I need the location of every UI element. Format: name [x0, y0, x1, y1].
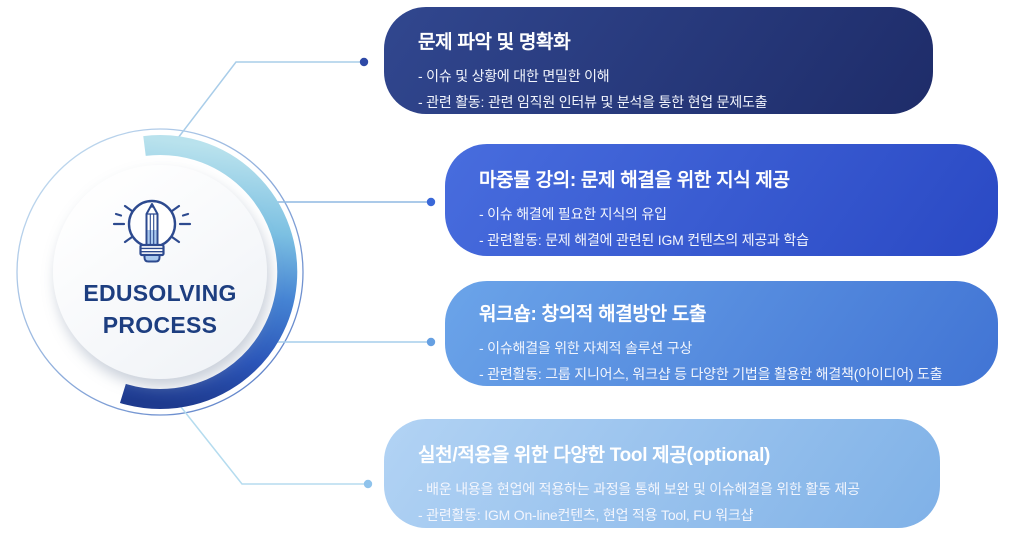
connector-line-4: [180, 406, 364, 485]
step-3-point-2: - 관련활동: 그룹 지니어스, 워크샵 등 다양한 기법을 활용한 해결책(아…: [479, 366, 943, 382]
step-box-4: 실천/적용을 위한 다양한 Tool 제공(optional) - 배운 내용을…: [384, 419, 940, 528]
hub-title: EDUSOLVING PROCESS: [50, 277, 270, 341]
connector-dot-3: [426, 337, 436, 347]
step-box-2: 마중물 강의: 문제 해결을 위한 지식 제공 - 이슈 해결에 필요한 지식의…: [445, 144, 998, 256]
step-2-point-1: - 이슈 해결에 필요한 지식의 유입: [479, 206, 667, 222]
connector-dot-2: [426, 197, 436, 207]
hub-progress-arc: [119, 135, 298, 410]
bulb-rays: [112, 204, 192, 244]
step-3-title: 워크숍: 창의적 해결방안 도출: [479, 304, 707, 325]
step-4-title: 실천/적용을 위한 다양한 Tool 제공(optional): [418, 445, 771, 466]
step-1-point-2: - 관련 활동: 관련 임직원 인터뷰 및 분석을 통한 현업 문제도출: [418, 94, 768, 110]
step-2-title: 마중물 강의: 문제 해결을 위한 지식 제공: [479, 170, 790, 191]
pencil-tip: [150, 204, 154, 208]
step-2-point-2: - 관련활동: 문제 해결에 관련된 IGM 컨텐츠의 제공과 학습: [479, 232, 809, 248]
step-3-point-1: - 이슈해결을 위한 자체적 솔루션 구상: [479, 340, 693, 356]
step-box-1: 문제 파악 및 명확화 - 이슈 및 상황에 대한 면밀한 이해 - 관련 활동…: [384, 7, 933, 114]
bulb-neck: [139, 243, 165, 257]
hub-title-line2: PROCESS: [102, 312, 218, 338]
connector-dot-1: [359, 57, 369, 67]
step-box-3: 워크숍: 창의적 해결방안 도출 - 이슈해결을 위한 자체적 솔루션 구상 -…: [445, 281, 998, 386]
bulb-cap: [143, 254, 161, 263]
pencil-lower-fill: [147, 230, 157, 245]
connector-dot-4: [363, 479, 373, 489]
lightbulb-pencil-icon: [112, 199, 192, 263]
hub-circle: [53, 165, 267, 379]
hub-outer-ring: [16, 128, 304, 416]
step-1-point-1: - 이슈 및 상황에 대한 면밀한 이해: [418, 68, 610, 84]
hub-title-line1: EDUSOLVING: [83, 280, 237, 306]
step-4-point-1: - 배운 내용을 현업에 적용하는 과정을 통해 보완 및 이슈해결을 위한 활…: [418, 481, 860, 497]
step-4-point-2: - 관련활동: IGM On-line컨텐츠, 현업 적용 Tool, FU 워…: [418, 507, 754, 523]
connector-line-1: [177, 61, 360, 139]
step-1-title: 문제 파악 및 명확화: [418, 32, 571, 53]
